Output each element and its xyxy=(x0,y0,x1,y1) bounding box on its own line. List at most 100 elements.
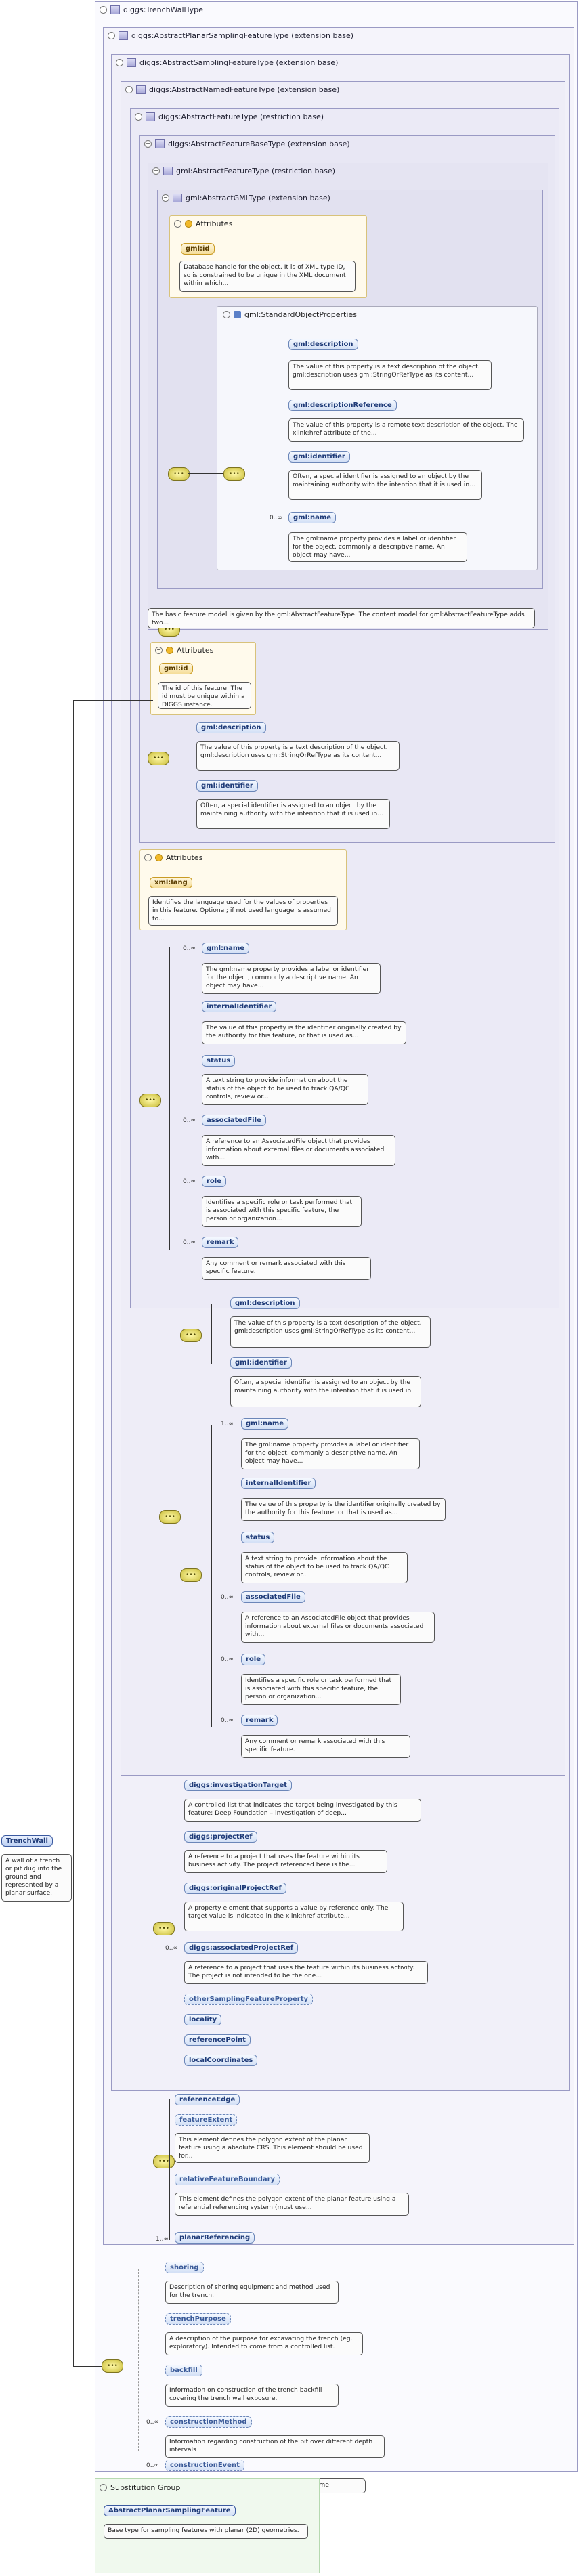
attr-base-gml-id-desc: The id of this feature. The id must be u… xyxy=(158,682,251,709)
named-top-identifier[interactable]: gml:identifier xyxy=(230,1357,292,1369)
subst-title: Substitution Group xyxy=(110,2483,181,2492)
res-feature-label: diggs:AbstractFeatureType (restriction b… xyxy=(158,112,324,121)
attr-gml-id[interactable]: gml:id xyxy=(181,243,215,255)
trench-item-constructionEvent[interactable]: constructionEvent xyxy=(165,2460,244,2471)
trench-item-shoring-desc: Description of shoring equipment and met… xyxy=(165,2281,339,2304)
std-prop-name-mult: 0..∞ xyxy=(270,515,282,521)
base-item-description[interactable]: gml:description xyxy=(196,722,266,733)
collapse-icon[interactable]: − xyxy=(144,139,152,148)
collapse-icon[interactable]: − xyxy=(116,58,123,66)
base-item-identifier[interactable]: gml:identifier xyxy=(196,780,258,792)
sequence-compositor: ••• xyxy=(153,1922,175,1935)
named-role-mult: 0..∞ xyxy=(221,1656,234,1663)
attr-xml-lang[interactable]: xml:lang xyxy=(150,877,192,888)
complex-type-icon xyxy=(110,5,120,14)
sampling-item-localCoordinates[interactable]: localCoordinates xyxy=(184,2055,258,2066)
complex-type-icon xyxy=(127,58,136,67)
feature-item-associatedFile[interactable]: associatedFile xyxy=(202,1115,266,1126)
collapse-icon[interactable]: − xyxy=(152,167,160,175)
base-attributes-title: Attributes xyxy=(177,646,214,655)
feature-item-role-desc: Identifies a specific role or task perfo… xyxy=(202,1196,362,1227)
res-gmlfeature-header[interactable]: − gml:AbstractFeatureType (restriction b… xyxy=(148,163,548,178)
feature-item-name[interactable]: gml:name xyxy=(202,943,250,954)
planar-item-featureExtent-desc: This element defines the polygon extent … xyxy=(175,2133,370,2163)
feature-item-remark[interactable]: remark xyxy=(202,1237,239,1248)
collapse-icon[interactable]: − xyxy=(162,194,169,202)
sampling-associatedProjectRef-mult: 0..∞ xyxy=(165,1945,178,1952)
trench-item-backfill-desc: Information on construction of the trenc… xyxy=(165,2384,339,2407)
planar-item-featureExtent[interactable]: featureExtent xyxy=(175,2114,238,2126)
attribute-icon xyxy=(185,220,192,228)
trench-item-trenchPurpose[interactable]: trenchPurpose xyxy=(165,2313,231,2325)
sampling-item-locality[interactable]: locality xyxy=(184,2014,222,2025)
planar-item-referenceEdge[interactable]: referenceEdge xyxy=(175,2094,240,2105)
base-item-description-desc: The value of this property is a text des… xyxy=(196,741,400,771)
collapse-icon[interactable]: − xyxy=(125,85,133,93)
res-gmlfeature-label: gml:AbstractFeatureType (restriction bas… xyxy=(176,166,336,175)
ext-featurebase-header[interactable]: − diggs:AbstractFeatureBaseType (extensi… xyxy=(140,136,555,151)
collapse-icon[interactable]: − xyxy=(108,31,115,39)
sequence-compositor: ••• xyxy=(168,467,190,481)
sampling-item-investigationTarget[interactable]: diggs:investigationTarget xyxy=(184,1780,292,1791)
named-item-remark[interactable]: remark xyxy=(241,1715,278,1726)
std-prop-identifier[interactable]: gml:identifier xyxy=(288,451,350,463)
sampling-item-associatedProjectRef[interactable]: diggs:associatedProjectRef xyxy=(184,1942,299,1954)
complex-type-icon xyxy=(155,139,165,148)
named-item-internalIdentifier[interactable]: internalIdentifier xyxy=(241,1478,316,1489)
named-remark-mult: 0..∞ xyxy=(221,1717,234,1724)
named-item-role[interactable]: role xyxy=(241,1654,266,1665)
planar-item-relativeFeatureBoundary[interactable]: relativeFeatureBoundary xyxy=(175,2174,280,2185)
sampling-item-referencePoint[interactable]: referencePoint xyxy=(184,2034,251,2046)
trench-item-shoring[interactable]: shoring xyxy=(165,2262,204,2273)
trench-item-constructionMethod-desc: Information regarding construction of th… xyxy=(165,2435,385,2458)
trench-item-constructionMethod[interactable]: constructionMethod xyxy=(165,2416,252,2428)
named-item-status[interactable]: status xyxy=(241,1532,275,1543)
sampling-item-originalProjectRef[interactable]: diggs:originalProjectRef xyxy=(184,1883,286,1894)
planar-item-planarReferencing[interactable]: planarReferencing xyxy=(175,2232,255,2244)
ext-named-label: diggs:AbstractNamedFeatureType (extensio… xyxy=(149,85,340,94)
ext-gml-header[interactable]: − gml:AbstractGMLType (extension base) xyxy=(158,190,542,205)
collapse-icon[interactable]: − xyxy=(100,5,107,14)
ext-sampling-header[interactable]: − diggs:AbstractSamplingFeatureType (ext… xyxy=(112,55,569,70)
named-top-description-desc: The value of this property is a text des… xyxy=(230,1316,431,1348)
named-item-associatedFile[interactable]: associatedFile xyxy=(241,1591,305,1603)
res-feature-header[interactable]: − diggs:AbstractFeatureType (restriction… xyxy=(131,109,559,124)
sequence-compositor: ••• xyxy=(180,1329,202,1342)
named-top-description[interactable]: gml:description xyxy=(230,1297,300,1309)
named-item-remark-desc: Any comment or remark associated with th… xyxy=(241,1735,410,1758)
complex-type-icon xyxy=(146,112,155,121)
named-item-name[interactable]: gml:name xyxy=(241,1418,289,1430)
named-item-internalIdentifier-desc: The value of this property is the identi… xyxy=(241,1498,446,1521)
collapse-icon[interactable]: − xyxy=(135,112,142,121)
sampling-item-otherSamplingFeatureProperty[interactable]: otherSamplingFeatureProperty xyxy=(184,1994,314,2005)
named-name-mult: 1..∞ xyxy=(221,1421,234,1427)
std-prop-descriptionReference[interactable]: gml:descriptionReference xyxy=(288,400,397,411)
trench-wall-element[interactable]: TrenchWall xyxy=(1,1835,53,1847)
named-associatedFile-mult: 0..∞ xyxy=(221,1594,234,1601)
trench-item-backfill[interactable]: backfill xyxy=(165,2365,202,2376)
feature-item-internalIdentifier-desc: The value of this property is the identi… xyxy=(202,1021,406,1044)
std-prop-description-desc: The value of this property is a text des… xyxy=(288,360,492,390)
base-item-identifier-desc: Often, a special identifier is assigned … xyxy=(196,799,390,829)
ext-planar-header[interactable]: − diggs:AbstractPlanarSamplingFeatureTyp… xyxy=(104,28,574,43)
feature-item-status[interactable]: status xyxy=(202,1055,236,1067)
feature-item-name-desc: The gml:name property provides a label o… xyxy=(202,963,381,994)
named-item-name-desc: The gml:name property provides a label o… xyxy=(241,1438,420,1469)
std-prop-name[interactable]: gml:name xyxy=(288,512,337,523)
feature-item-internalIdentifier[interactable]: internalIdentifier xyxy=(202,1001,277,1012)
subst-desc: Base type for sampling features with pla… xyxy=(104,2524,308,2539)
sequence-compositor: ••• xyxy=(139,1094,161,1107)
std-prop-description[interactable]: gml:description xyxy=(288,339,358,350)
sampling-item-investigationTarget-desc: A controlled list that indicates the tar… xyxy=(184,1799,421,1822)
attr-base-gml-id[interactable]: gml:id xyxy=(159,663,193,674)
subst-element[interactable]: AbstractPlanarSamplingFeature xyxy=(104,2505,236,2516)
sequence-compositor: ••• xyxy=(159,1510,181,1524)
complex-type-icon xyxy=(136,85,146,94)
attributes-title: Attributes xyxy=(196,219,233,228)
feature-model-note: The basic feature model is given by the … xyxy=(148,608,535,628)
trench-constructionEvent-mult: 0..∞ xyxy=(146,2462,159,2469)
ext-named-header[interactable]: − diggs:AbstractNamedFeatureType (extens… xyxy=(121,82,565,97)
feature-item-role[interactable]: role xyxy=(202,1176,227,1187)
root-type-header[interactable]: − diggs:TrenchWallType xyxy=(95,2,577,17)
sampling-item-projectRef[interactable]: diggs:projectRef xyxy=(184,1831,257,1843)
